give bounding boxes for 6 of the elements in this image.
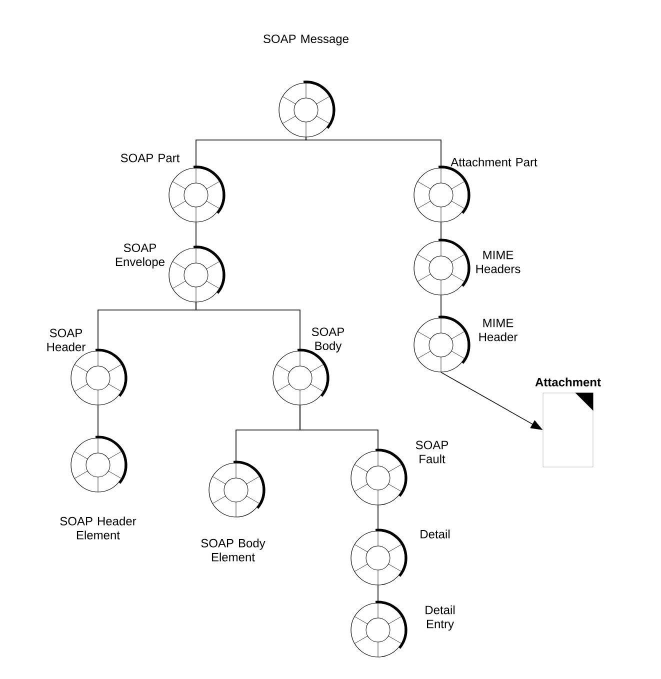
connector — [300, 404, 378, 452]
connector — [196, 136, 306, 168]
connector — [440, 294, 442, 318]
connector — [306, 136, 442, 168]
connector — [440, 222, 442, 242]
connector — [196, 302, 300, 352]
